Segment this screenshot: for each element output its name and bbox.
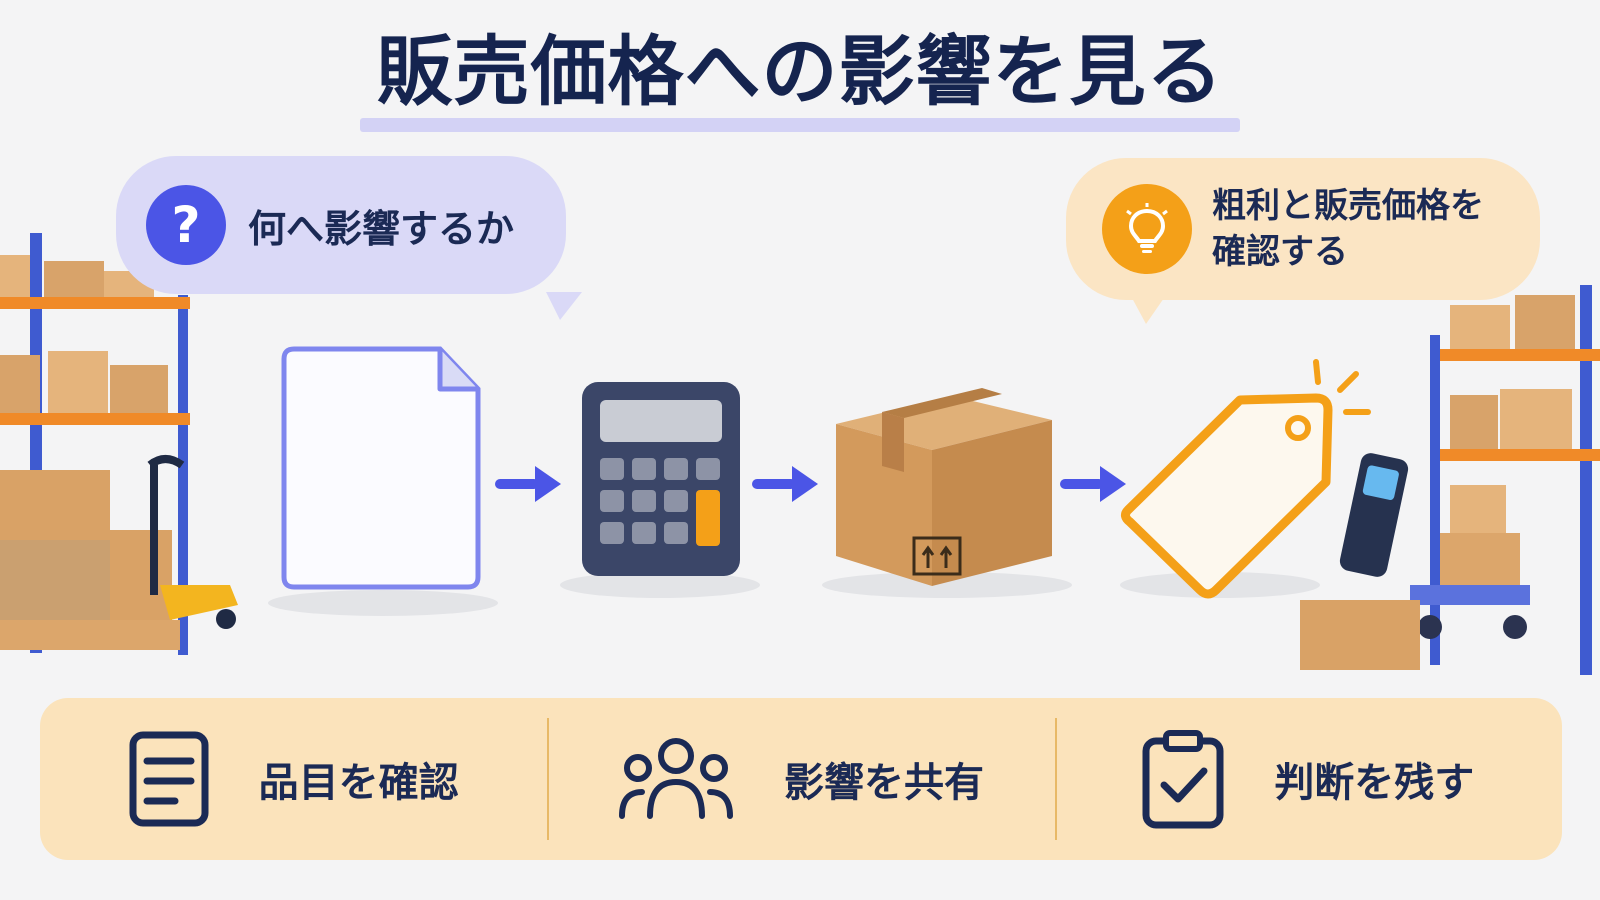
title-underline [360, 118, 1240, 132]
action-label: 影響を共有 [783, 760, 984, 806]
question-bubble: ? 何へ影響するか [116, 156, 582, 320]
question-icon: ? [146, 185, 226, 265]
document-icon [281, 346, 481, 590]
idea-text: 粗利と販売価格を 確認する [1212, 183, 1484, 275]
idea-bubble: 粗利と販売価格を 確認する [1066, 158, 1540, 324]
clipboard-check-icon [1142, 730, 1224, 829]
action-label: 品目を確認 [258, 760, 459, 806]
title-block: 販売価格への影響を見る [360, 22, 1240, 132]
arrow-right-icon [752, 466, 818, 502]
action-share-impact: 影響を共有 [547, 698, 1054, 860]
warehouse-shelf-right-icon [1300, 285, 1600, 675]
list-document-icon [129, 731, 209, 827]
cardboard-box-icon [836, 388, 1052, 586]
question-text: 何へ影響するか [248, 206, 515, 251]
bubble-tail [1132, 298, 1164, 324]
calculator-icon [582, 382, 740, 576]
shadow [560, 572, 760, 598]
idea-text-line-1: 粗利と販売価格を [1212, 186, 1484, 226]
action-bar: 品目を確認 影響を共有 判断を残す [40, 698, 1562, 860]
action-confirm-items: 品目を確認 [40, 698, 547, 860]
arrow-right-icon [1060, 466, 1126, 502]
shadow [268, 590, 498, 616]
arrow-right-icon [495, 466, 561, 502]
warehouse-shelf-left-icon [0, 233, 238, 655]
people-group-icon [618, 738, 733, 819]
bubble-tail [546, 292, 582, 320]
idea-text-line-2: 確認する [1212, 232, 1348, 272]
price-tag-icon [1120, 359, 1371, 599]
action-label: 判断を残す [1274, 760, 1475, 806]
lightbulb-icon [1102, 184, 1192, 274]
page-title: 販売価格への影響を見る [376, 27, 1224, 116]
action-record-decision: 判断を残す [1054, 698, 1562, 860]
